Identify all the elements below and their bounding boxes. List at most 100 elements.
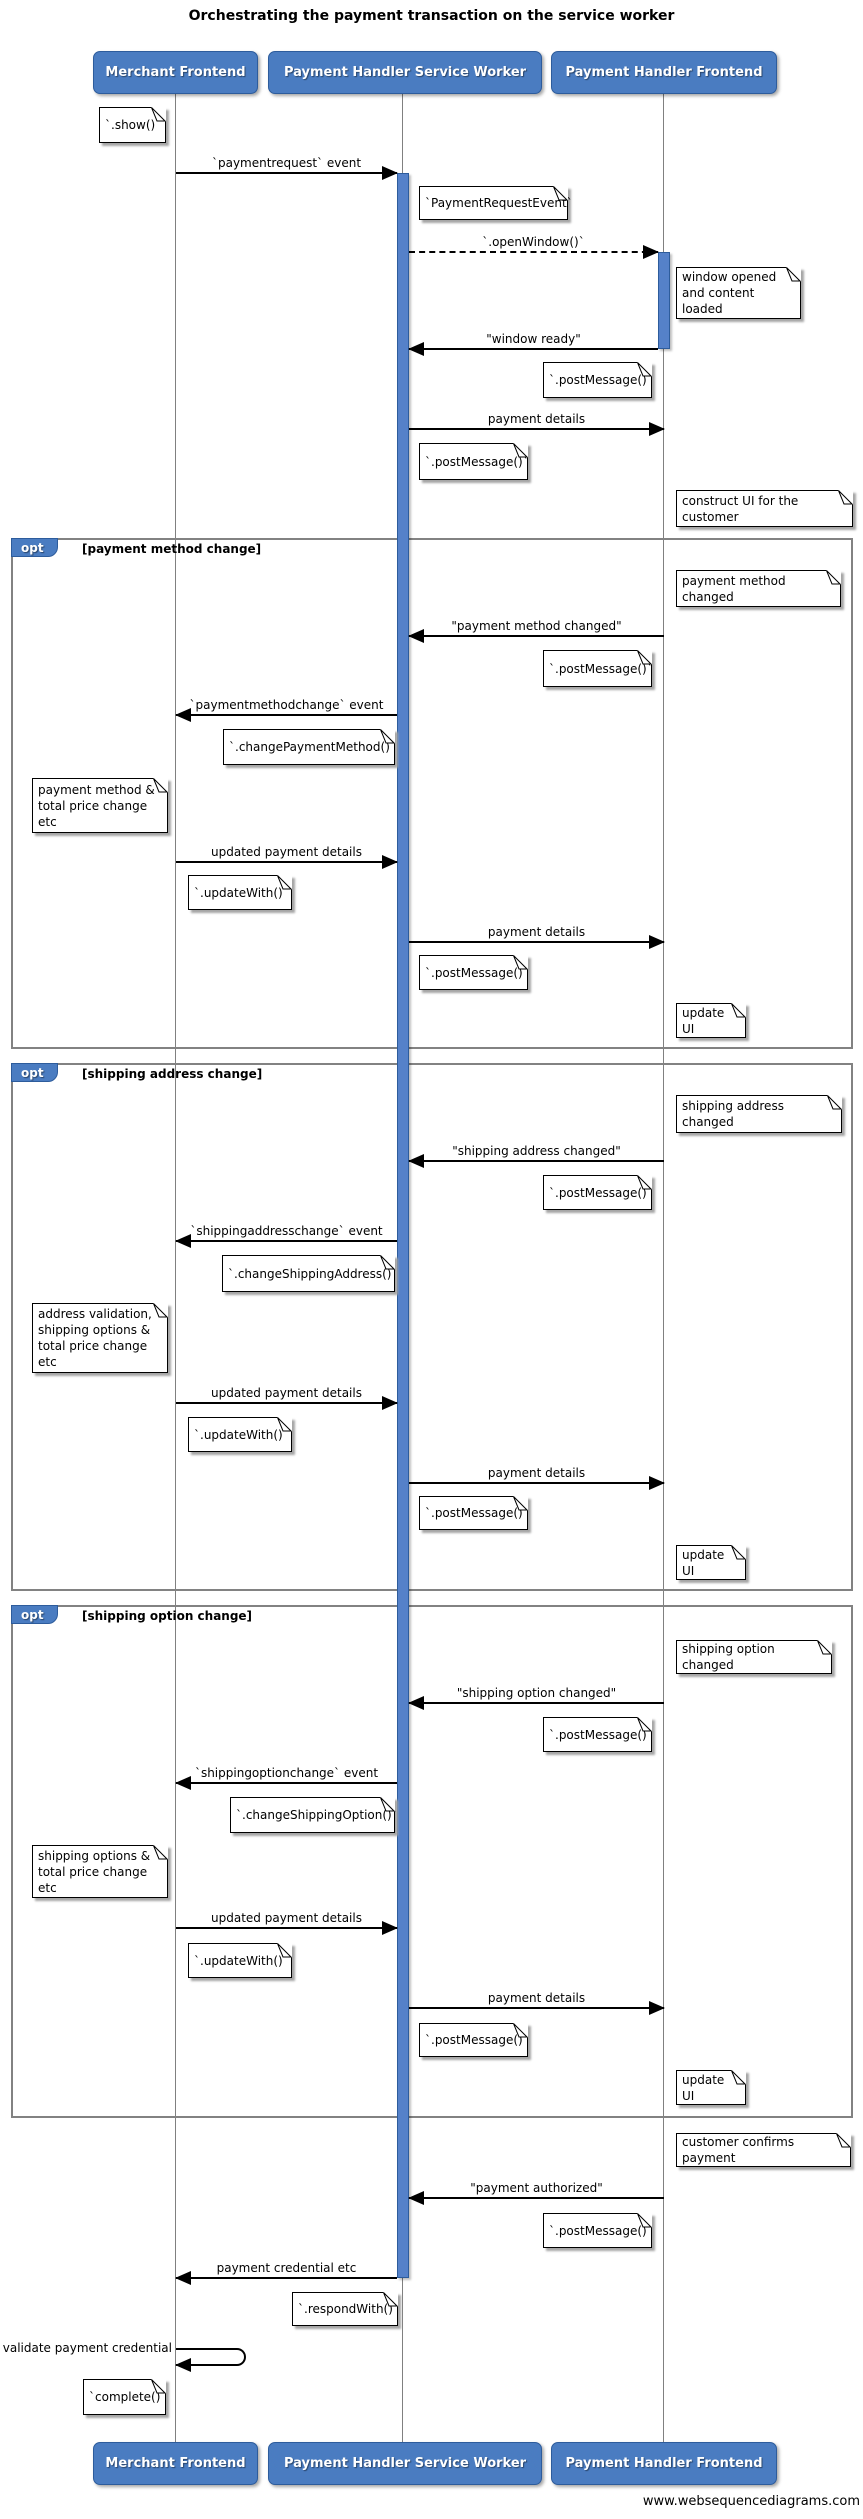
actor-merchant-frontend-bottom: Merchant Frontend: [93, 2442, 258, 2485]
message-window-ready: "window ready": [408, 332, 658, 356]
folded-corner-icon: [637, 362, 652, 377]
folded-corner-icon: [277, 1417, 292, 1432]
note-complete: `complete()`: [83, 2379, 166, 2415]
note-window-opened: window opened and content loaded: [676, 267, 801, 319]
arrowhead-icon: [382, 1921, 398, 1935]
watermark: www.websequencediagrams.com: [642, 2494, 860, 2509]
activation-bar-payment-handler-frontend: [658, 252, 670, 349]
actor-payment-handler-frontend-bottom: Payment Handler Frontend: [551, 2442, 777, 2485]
folded-corner-icon: [151, 107, 166, 122]
folded-corner-icon: [383, 2292, 398, 2307]
actor-payment-handler-service-worker-bottom: Payment Handler Service Worker: [268, 2442, 542, 2485]
arrowhead-icon: [382, 1396, 398, 1410]
arrowhead-icon: [382, 855, 398, 869]
note-shipping-address-changed: shipping address changed: [676, 1095, 842, 1133]
actor-label: Payment Handler Frontend: [565, 2456, 763, 2471]
arrowhead-icon: [649, 422, 665, 436]
arrowhead-icon: [649, 935, 665, 949]
note-payment-method-changed: payment method changed: [676, 570, 841, 607]
note-respondwith: `.respondWith()`: [292, 2292, 399, 2326]
arrowhead-icon: [408, 1696, 424, 1710]
fragment-condition: [payment method change]: [82, 542, 262, 556]
folded-corner-icon: [637, 1175, 652, 1190]
fragment-keyword-tab: opt: [11, 1605, 58, 1624]
actor-label: Merchant Frontend: [105, 2456, 246, 2471]
fragment-keyword-tab: opt: [11, 1063, 58, 1082]
message-payment-details-2: payment details: [409, 925, 665, 949]
folded-corner-icon: [731, 2070, 746, 2085]
note-postmessage-6: `.postMessage()`: [419, 1496, 529, 1530]
folded-corner-icon: [637, 2213, 652, 2228]
arrowhead-icon: [175, 708, 191, 722]
folded-corner-icon: [553, 186, 568, 201]
message-paymentrequest-event: `paymentrequest` event: [176, 156, 398, 180]
folded-corner-icon: [513, 955, 528, 970]
arrowhead-icon: [408, 1154, 424, 1168]
folded-corner-icon: [827, 1095, 842, 1110]
actor-merchant-frontend-top: Merchant Frontend: [93, 51, 258, 94]
actor-payment-handler-service-worker-top: Payment Handler Service Worker: [268, 51, 542, 94]
note-postmessage-7: `.postMessage()`: [543, 1717, 653, 1752]
note-changeshippingoption: `.changeShippingOption()`: [230, 1797, 398, 1833]
folded-corner-icon: [836, 2133, 851, 2148]
message-payment-details-3: payment details: [409, 1466, 665, 1490]
arrowhead-icon: [643, 245, 659, 259]
note-update-ui-3: update UI: [676, 2070, 746, 2105]
message-payment-authorized: "payment authorized": [408, 2181, 664, 2205]
folded-corner-icon: [277, 875, 292, 890]
message-payment-details-4: payment details: [409, 1991, 665, 2015]
folded-corner-icon: [637, 1717, 652, 1732]
arrowhead-icon: [175, 2271, 191, 2285]
folded-corner-icon: [380, 1255, 395, 1270]
folded-corner-icon: [731, 1003, 746, 1018]
note-construct-ui: construct UI for the customer: [676, 490, 853, 527]
folded-corner-icon: [277, 1943, 292, 1958]
opt-fragment-payment-method-change: opt [payment method change]: [11, 538, 853, 1049]
actor-label: Payment Handler Frontend: [565, 65, 763, 80]
note-changeshippingaddress: `.changeShippingAddress()`: [222, 1255, 397, 1292]
folded-corner-icon: [513, 2023, 528, 2038]
folded-corner-icon: [380, 729, 395, 744]
self-message-label: validate payment credential: [2, 2341, 172, 2355]
message-paymentmethodchange-event: `paymentmethodchange` event: [175, 698, 397, 722]
opt-fragment-shipping-option-change: opt [shipping option change]: [11, 1605, 853, 2118]
folded-corner-icon: [637, 650, 652, 665]
note-postmessage-2: `.postMessage()`: [419, 443, 529, 480]
fragment-condition: [shipping option change]: [82, 1609, 253, 1623]
note-show: `.show()`: [99, 107, 166, 143]
note-postmessage-8: `.postMessage()`: [419, 2023, 529, 2057]
note-postmessage-1: `.postMessage()`: [543, 362, 653, 398]
arrowhead-icon: [408, 629, 424, 643]
actor-payment-handler-frontend-top: Payment Handler Frontend: [551, 51, 777, 94]
message-payment-details-1: payment details: [409, 412, 665, 436]
message-payment-credential-etc: payment credential etc: [175, 2261, 397, 2285]
arrowhead-icon: [175, 1234, 191, 1248]
folded-corner-icon: [513, 1496, 528, 1511]
arrowhead-icon: [408, 342, 424, 356]
note-updatewith-3: `.updateWith()`: [188, 1943, 292, 1978]
folded-corner-icon: [153, 1845, 168, 1860]
note-postmessage-4: `.postMessage()`: [419, 955, 529, 990]
lifeline-payment-handler-frontend: [663, 94, 664, 2442]
actor-label: Payment Handler Service Worker: [283, 65, 527, 80]
folded-corner-icon: [817, 1640, 832, 1655]
arrowhead-icon: [175, 2358, 191, 2372]
folded-corner-icon: [838, 490, 853, 505]
message-shipping-option-changed: "shipping option changed": [408, 1686, 664, 1710]
message-payment-method-changed: "payment method changed": [408, 619, 664, 643]
message-updated-payment-details-1: updated payment details: [176, 845, 398, 869]
note-postmessage-5: `.postMessage()`: [543, 1175, 653, 1210]
note-postmessage-3: `.postMessage()`: [543, 650, 653, 687]
note-updatewith-1: `.updateWith()`: [188, 875, 292, 910]
note-updatewith-2: `.updateWith()`: [188, 1417, 292, 1452]
note-update-ui-2: update UI: [676, 1545, 746, 1580]
folded-corner-icon: [786, 267, 801, 282]
note-shipping-option-changed: shipping option changed: [676, 1640, 832, 1674]
folded-corner-icon: [826, 570, 841, 585]
arrowhead-icon: [382, 166, 398, 180]
arrowhead-icon: [408, 2191, 424, 2205]
message-openwindow: `.openWindow()`: [409, 235, 659, 259]
arrowhead-icon: [649, 1476, 665, 1490]
self-message-loop: [176, 2348, 246, 2366]
message-updated-payment-details-3: updated payment details: [176, 1911, 398, 1935]
